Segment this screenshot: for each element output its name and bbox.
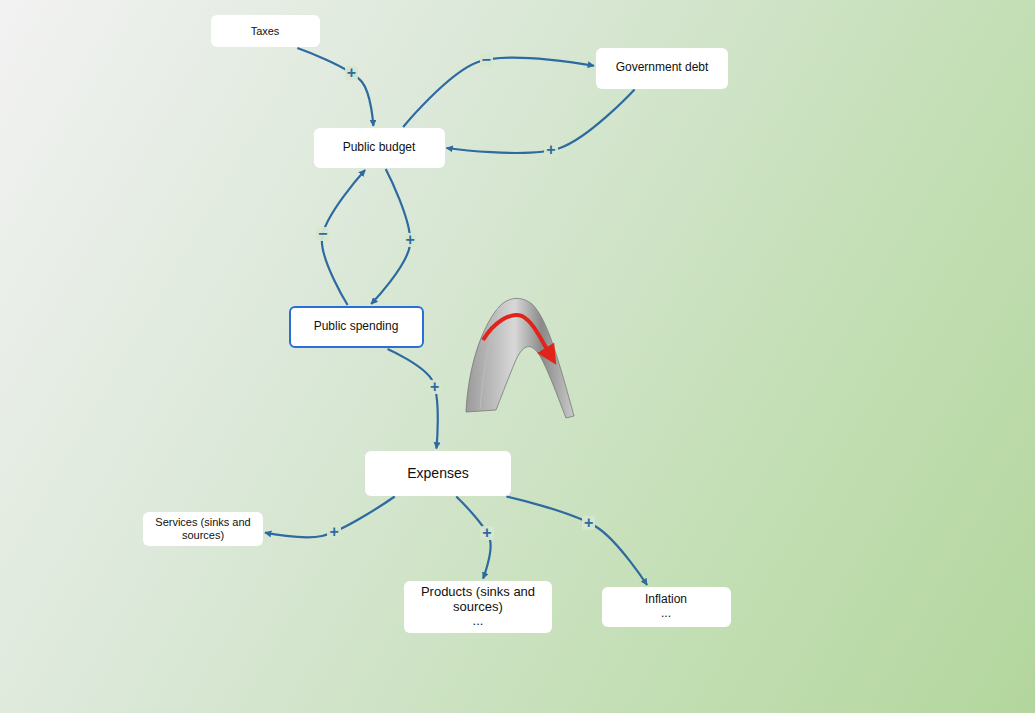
polarity-sign: +	[544, 143, 557, 157]
node-text: ...	[661, 607, 671, 621]
polarity-sign: −	[480, 53, 493, 67]
causal-node: Services (sinks and sources)	[143, 512, 263, 546]
causal-node: Products (sinks and sources)...	[404, 581, 552, 634]
red-arrow	[483, 315, 552, 358]
causal-link	[447, 90, 635, 153]
polarity-sign: +	[428, 380, 441, 394]
causal-node: Public spending	[289, 306, 424, 348]
polarity-sign: +	[327, 525, 340, 539]
causal-node: Expenses	[365, 451, 511, 496]
fold-shape	[466, 298, 574, 418]
polarity-sign: +	[582, 516, 595, 530]
causal-link	[297, 48, 373, 126]
polarity-sign: −	[316, 227, 329, 241]
node-text: Taxes	[251, 25, 280, 38]
node-text: ...	[473, 614, 484, 629]
causal-link	[403, 58, 594, 127]
polarity-sign: +	[345, 66, 358, 80]
causal-node: Taxes	[211, 15, 320, 47]
fold-surface	[466, 298, 574, 418]
node-text: Inflation	[645, 593, 687, 607]
polarity-sign: +	[480, 526, 493, 540]
node-text: Government debt	[616, 61, 709, 75]
causal-node: Public budget	[314, 128, 445, 168]
node-text: Public spending	[314, 320, 399, 334]
node-text: Expenses	[407, 465, 468, 481]
node-text: Public budget	[343, 141, 416, 155]
causal-node: Government debt	[596, 48, 728, 89]
node-text: Services (sinks and sources)	[153, 516, 253, 541]
polarity-sign: +	[404, 233, 417, 247]
causal-link	[388, 349, 438, 449]
node-text: Products (sinks and sources)	[414, 585, 542, 615]
causal-link	[506, 497, 647, 586]
causal-node: Inflation...	[602, 587, 731, 627]
